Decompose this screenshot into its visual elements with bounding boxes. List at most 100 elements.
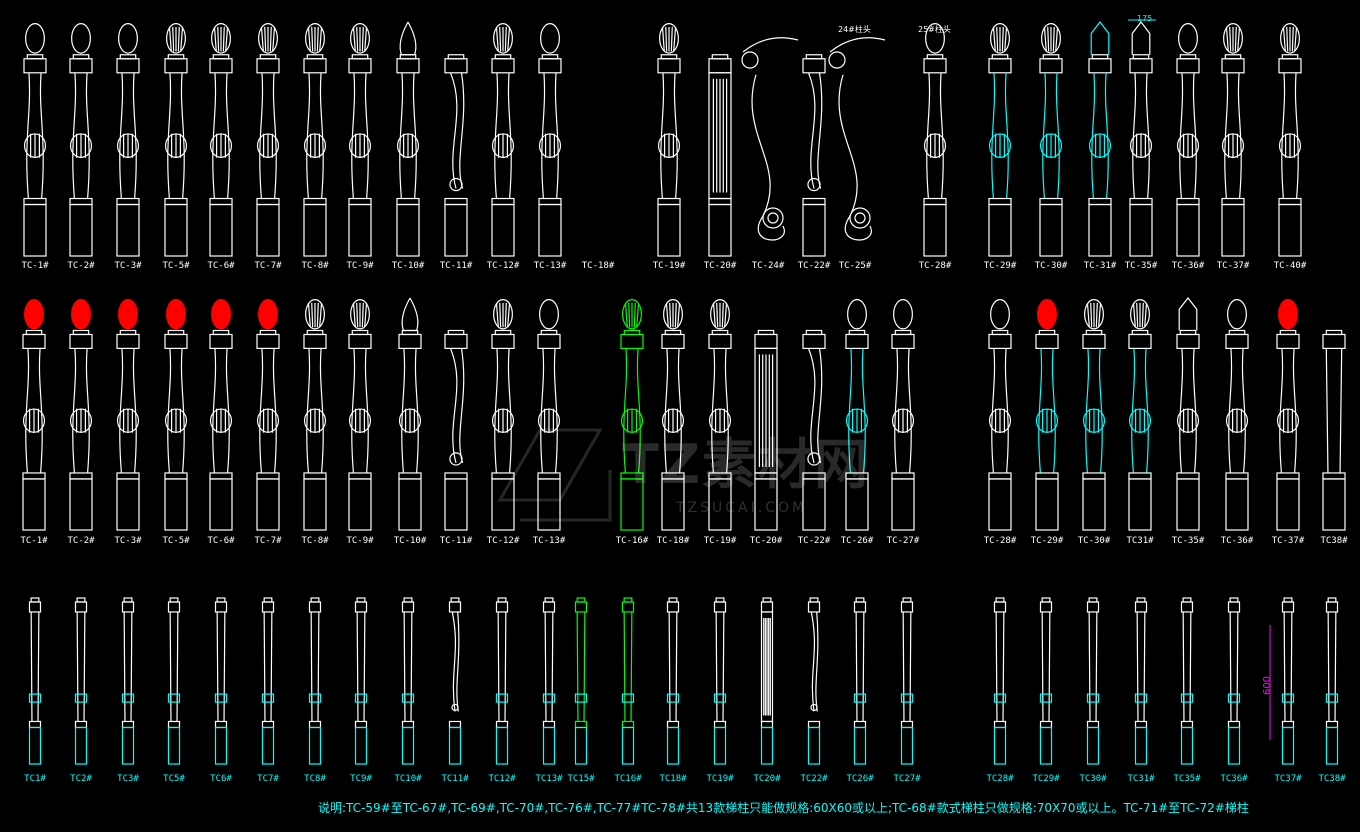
baluster-label: TC-29# (1030, 536, 1064, 546)
baluster-label: TC26# (846, 774, 874, 784)
baluster-label: TC-1# (21, 261, 49, 271)
baluster-label: TC18# (659, 774, 687, 784)
baluster-label: TC-37# (1271, 536, 1305, 546)
baluster-label: TC-18# (656, 536, 690, 546)
baluster-tc-7- (256, 299, 280, 531)
baluster-tc37- (1281, 597, 1295, 765)
finial-icon (1084, 299, 1104, 330)
finial-icon (990, 23, 1010, 54)
baluster-label: TC-28# (918, 261, 952, 271)
baluster-tc-27- (891, 299, 915, 531)
baluster-tc29- (1039, 597, 1053, 765)
baluster-label: TC31# (1127, 774, 1155, 784)
finial-icon (305, 299, 325, 330)
finial-icon (399, 21, 417, 56)
baluster-label: TC-20# (749, 536, 783, 546)
dimension-175: 175 (1137, 14, 1153, 23)
baluster-tc-2- (69, 299, 93, 531)
baluster-tc-3- (116, 23, 140, 257)
baluster-tc16- (621, 597, 635, 765)
baluster-tc-18- (661, 299, 685, 531)
baluster-label: TC13# (535, 774, 563, 784)
baluster-label: TC38# (1320, 536, 1348, 546)
finial-icon (663, 299, 683, 330)
finial-icon (925, 23, 945, 54)
baluster-tc5- (167, 597, 181, 765)
finial-icon (1041, 23, 1061, 54)
baluster-tc-9- (348, 299, 372, 531)
baluster-label: TC5# (163, 774, 185, 784)
baluster-label: TC-2# (67, 261, 95, 271)
baluster-tc20- (760, 597, 774, 765)
baluster-tc-28- (988, 299, 1012, 531)
baluster-label: TC-28# (983, 536, 1017, 546)
baluster-tc-22- (802, 329, 826, 531)
finial-icon (71, 299, 91, 330)
finial-icon (1090, 21, 1110, 55)
baluster-tc1- (28, 597, 42, 765)
baluster-tc-30- (1082, 299, 1106, 531)
baluster-tc-29- (988, 23, 1012, 257)
baluster-label: TC-37# (1216, 261, 1250, 271)
baluster-label: TC-3# (114, 261, 142, 271)
finial-icon (847, 299, 867, 330)
baluster-tc-8- (303, 299, 327, 531)
baluster-tc-40- (1278, 23, 1302, 257)
baluster-tc-5- (164, 299, 188, 531)
baluster-label: TC20# (753, 774, 781, 784)
finial-icon (659, 23, 679, 54)
baluster-label: TC-40# (1273, 261, 1307, 271)
finial-icon (211, 23, 231, 54)
baluster-tc-30- (1039, 23, 1063, 257)
baluster-label: TC3# (117, 774, 139, 784)
baluster-tc-19- (708, 299, 732, 531)
baluster-tc-24- (741, 37, 799, 241)
baluster-label: TC-13# (533, 261, 567, 271)
baluster-label: TC-24# (751, 261, 785, 271)
baluster-label: TC16# (614, 774, 642, 784)
finial-icon (1131, 21, 1151, 55)
baluster-label: TC10# (394, 774, 422, 784)
watermark-subtext: TZSUCAI.COM (676, 500, 808, 516)
baluster-tc6- (214, 597, 228, 765)
newel-scroll (751, 74, 785, 241)
dimension-annotations (1128, 19, 1271, 740)
newel-scroll (838, 74, 872, 241)
baluster-label: TC-6# (207, 536, 235, 546)
baluster-label: TC-6# (207, 261, 235, 271)
baluster-label: TC-5# (162, 261, 190, 271)
baluster-label: TC-11# (439, 261, 473, 271)
baluster-label: TC22# (800, 774, 828, 784)
baluster-label: TC-7# (254, 536, 282, 546)
finial-icon (71, 23, 91, 54)
baluster-tc-29- (1035, 299, 1059, 531)
baluster-label: TC-9# (346, 261, 374, 271)
row-1-balusters (23, 21, 1302, 257)
baluster-tc27- (900, 597, 914, 765)
baluster-label: TC-22# (797, 261, 831, 271)
baluster-tc-31- (1088, 21, 1112, 257)
finial-icon (493, 23, 513, 54)
finial-icon (258, 23, 278, 54)
baluster-tc18- (666, 597, 680, 765)
baluster-tc22- (807, 597, 821, 765)
baluster-tc-20- (754, 329, 778, 531)
dimension-600: 600 (1262, 675, 1274, 696)
baluster-tc35- (1180, 597, 1194, 765)
baluster-tc-13- (537, 299, 561, 531)
baluster-label: TC-22# (797, 536, 831, 546)
baluster-label: TC-12# (486, 536, 520, 546)
baluster-label: TC-35# (1171, 536, 1205, 546)
finial-icon (710, 299, 730, 330)
baluster-tc-5- (164, 23, 188, 257)
baluster-tc9- (354, 597, 368, 765)
baluster-tc38- (1322, 329, 1346, 531)
baluster-tc26- (853, 597, 867, 765)
baluster-label: TC35# (1173, 774, 1201, 784)
finial-icon (539, 299, 559, 330)
baluster-tc-11- (444, 54, 468, 257)
baluster-tc2- (74, 597, 88, 765)
baluster-label: TC-10# (391, 261, 425, 271)
baluster-tc-26- (845, 299, 869, 531)
baluster-tc7- (261, 597, 275, 765)
